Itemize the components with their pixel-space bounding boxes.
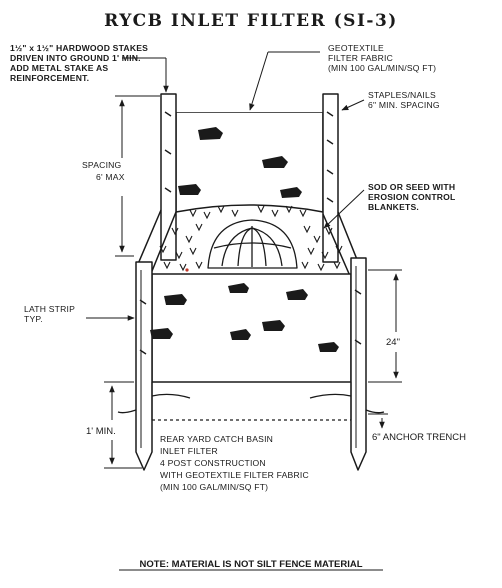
svg-text:DRIVEN INTO GROUND 1' MIN.: DRIVEN INTO GROUND 1' MIN. xyxy=(10,53,141,63)
geotextile-label: GEOTEXTILE FILTER FABRIC (MIN 100 GAL/MI… xyxy=(328,43,436,73)
red-mark xyxy=(185,268,189,272)
svg-text:6' MAX: 6' MAX xyxy=(96,172,125,182)
dimension-anchor xyxy=(368,413,388,429)
right-side-panel xyxy=(337,211,359,263)
svg-text:SPACING: SPACING xyxy=(82,160,122,170)
lath-strip-label: LATH STRIP TYP. xyxy=(24,304,75,324)
svg-text:INLET FILTER: INLET FILTER xyxy=(160,446,218,456)
svg-text:SOD OR SEED WITH: SOD OR SEED WITH xyxy=(368,182,455,192)
svg-text:GEOTEXTILE: GEOTEXTILE xyxy=(328,43,384,53)
front-left-post xyxy=(135,261,153,471)
spacing-label: SPACING 6' MAX xyxy=(82,160,125,182)
dimension-height xyxy=(368,269,402,383)
svg-text:4 POST CONSTRUCTION: 4 POST CONSTRUCTION xyxy=(160,458,266,468)
anchor-trench xyxy=(151,382,352,421)
svg-text:STAPLES/NAILS: STAPLES/NAILS xyxy=(368,90,436,100)
stakes-label: 1½" x 1½" HARDWOOD STAKES DRIVEN INTO GR… xyxy=(10,43,148,83)
svg-text:REAR YARD CATCH BASIN: REAR YARD CATCH BASIN xyxy=(160,434,273,444)
description-block: REAR YARD CATCH BASIN INLET FILTER 4 POS… xyxy=(160,434,309,492)
sod-seed-marks xyxy=(159,205,343,272)
svg-text:(MIN 100 GAL/MIN/SQ FT): (MIN 100 GAL/MIN/SQ FT) xyxy=(328,63,436,73)
rear-left-post xyxy=(160,93,177,261)
svg-text:FILTER FABRIC: FILTER FABRIC xyxy=(328,53,393,63)
depth-dimension-label: 1' MIN. xyxy=(86,426,116,437)
svg-text:EROSION CONTROL: EROSION CONTROL xyxy=(368,192,456,202)
front-right-post xyxy=(350,257,367,471)
staple-marks xyxy=(139,111,362,355)
catch-basin-grate xyxy=(207,219,298,269)
material-note: NOTE: MATERIAL IS NOT SILT FENCE MATERIA… xyxy=(139,559,362,570)
ground-line xyxy=(117,393,385,414)
dimension-spacing xyxy=(115,95,160,257)
sod-seed-label: SOD OR SEED WITH EROSION CONTROL BLANKET… xyxy=(368,182,456,212)
svg-text:BLANKETS.: BLANKETS. xyxy=(368,202,419,212)
svg-text:TYP.: TYP. xyxy=(24,314,43,324)
leader-lines xyxy=(86,51,365,321)
front-fabric-panel xyxy=(151,273,352,383)
fabric-texture xyxy=(150,127,339,352)
svg-text:REINFORCEMENT.: REINFORCEMENT. xyxy=(10,73,89,83)
rear-right-post xyxy=(322,93,339,263)
left-side-panel xyxy=(137,209,162,265)
svg-text:6" MIN. SPACING: 6" MIN. SPACING xyxy=(368,100,440,110)
rear-fabric-panel xyxy=(175,112,324,213)
dimension-depth xyxy=(104,381,142,469)
svg-text:1½" x 1½" HARDWOOD STAKES: 1½" x 1½" HARDWOOD STAKES xyxy=(10,43,148,53)
drawing-title: RYCB INLET FILTER (SI-3) xyxy=(104,11,398,31)
svg-text:WITH GEOTEXTILE FILTER FABRIC: WITH GEOTEXTILE FILTER FABRIC xyxy=(160,470,309,480)
svg-text:ADD METAL STAKE AS: ADD METAL STAKE AS xyxy=(10,63,108,73)
height-dimension-label: 24" xyxy=(386,337,400,348)
svg-text:LATH STRIP: LATH STRIP xyxy=(24,304,75,314)
svg-text:(MIN 100 GAL/MIN/SQ FT): (MIN 100 GAL/MIN/SQ FT) xyxy=(160,482,268,492)
staples-label: STAPLES/NAILS 6" MIN. SPACING xyxy=(368,90,440,110)
anchor-trench-label: 6" ANCHOR TRENCH xyxy=(372,432,466,443)
